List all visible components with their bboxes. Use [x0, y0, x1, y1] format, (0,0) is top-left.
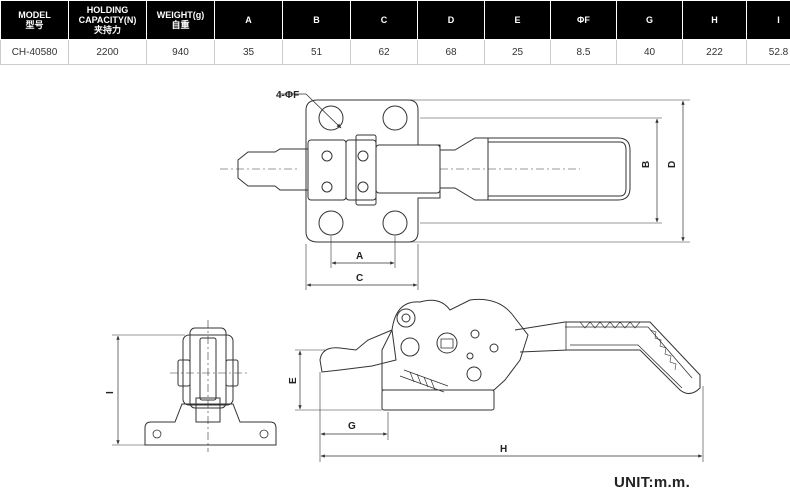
side-base — [381, 389, 495, 411]
header-i: I — [746, 0, 790, 40]
top-plunger — [237, 148, 309, 191]
header-holding-line2: CAPACITY(N) — [78, 15, 137, 25]
cell-b: 51 — [282, 39, 351, 65]
cell-g: 40 — [616, 39, 683, 65]
header-c: C — [350, 0, 418, 40]
header-d: D — [417, 0, 485, 40]
dim-label-hole: 4-ΦF — [276, 90, 299, 101]
top-base-plate — [305, 99, 441, 243]
side-view: E G H — [288, 298, 704, 462]
unit-label: UNIT:m.m. — [614, 474, 691, 491]
side-body — [381, 298, 529, 391]
header-weight: WEIGHT(g) 自重 — [146, 0, 215, 40]
spec-header-row: MODEL 型号 HOLDING CAPACITY(N) 夹持力 WEIGHT(… — [0, 0, 790, 40]
end-view-base — [144, 403, 277, 446]
dim-label-e: E — [288, 377, 299, 384]
top-view: 4-ΦF B D A C — [220, 90, 690, 290]
header-holding-capacity: HOLDING CAPACITY(N) 夹持力 — [68, 0, 147, 40]
dim-label-d: D — [667, 161, 678, 168]
mount-hole-bottom-left — [318, 210, 344, 236]
cell-model: CH-40580 — [0, 39, 69, 65]
cell-d: 68 — [417, 39, 485, 65]
header-holding-line1: HOLDING — [86, 5, 129, 15]
header-phi-f: ΦF — [550, 0, 617, 40]
spec-data-row: CH-40580 2200 940 35 51 62 68 25 8.5 40 … — [0, 39, 790, 65]
cell-h: 222 — [682, 39, 747, 65]
dim-label-a: A — [356, 251, 363, 262]
header-model-cn: 型号 — [25, 20, 44, 30]
cell-phi-f: 8.5 — [550, 39, 617, 65]
header-model: MODEL 型号 — [0, 0, 69, 40]
cell-weight: 940 — [146, 39, 215, 65]
header-a: A — [214, 0, 283, 40]
end-view: I — [105, 320, 277, 452]
cell-c: 62 — [350, 39, 418, 65]
side-plunger — [319, 329, 397, 373]
cell-a: 35 — [214, 39, 283, 65]
header-b: B — [282, 0, 351, 40]
technical-drawing: 4-ΦF B D A C I — [105, 90, 704, 462]
header-e: E — [484, 0, 551, 40]
dim-label-g: G — [348, 421, 356, 432]
side-handle — [514, 321, 701, 394]
header-model-en: MODEL — [18, 10, 51, 20]
top-handle — [440, 137, 631, 201]
dim-label-b: B — [641, 161, 652, 168]
header-holding-cn: 夹持力 — [93, 25, 121, 35]
cell-i: 52.8 — [746, 39, 790, 65]
mount-hole-bottom-right — [382, 210, 408, 236]
dim-label-i: I — [105, 391, 116, 394]
header-g: G — [616, 0, 683, 40]
header-weight-cn: 自重 — [171, 20, 190, 30]
mount-hole-top-right — [382, 105, 408, 131]
header-weight-en: WEIGHT(g) — [156, 10, 205, 20]
spec-table: MODEL 型号 HOLDING CAPACITY(N) 夹持力 WEIGHT(… — [0, 0, 790, 65]
header-h: H — [682, 0, 747, 40]
dim-label-c: C — [356, 273, 363, 284]
cell-e: 25 — [484, 39, 551, 65]
dim-label-h: H — [500, 444, 507, 455]
mount-hole-top-left — [318, 105, 344, 131]
